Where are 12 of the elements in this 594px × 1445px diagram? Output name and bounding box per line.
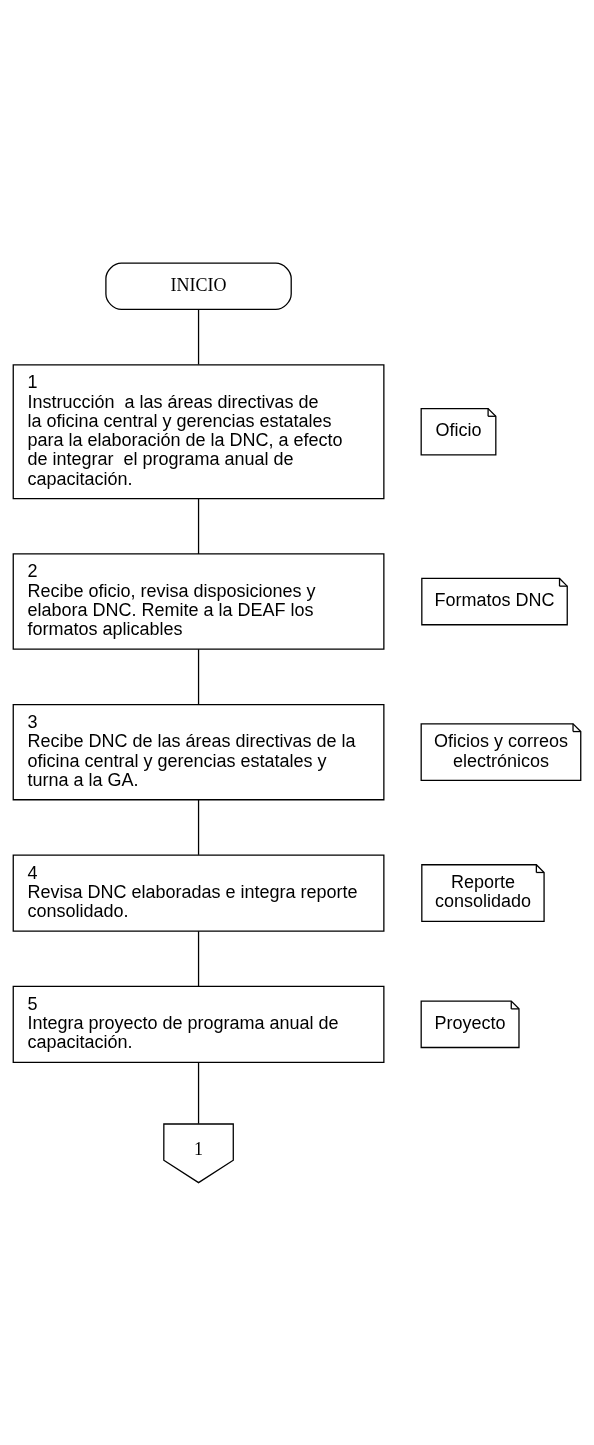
connector: [197, 798, 200, 855]
connector: [197, 1061, 200, 1124]
connector: [197, 930, 200, 987]
node-box: 2 Recibe oficio, revisa disposiciones y elabora DNC. Remite a la DEAF los formatos aplicables: [12, 552, 385, 650]
connector: [197, 648, 200, 705]
node-box: 5 Integra proyecto de programa anual de capacitación.: [12, 985, 385, 1063]
node-box: 3 Recibe DNC de las áreas directivas de la oficina central y gerencias estatales y turna a la GA.: [12, 703, 385, 800]
node-box: 1 Instrucción a las áreas directivas de la oficina central y gerencias estatales para la elaboración de la DNC, a efecto de integrar el programa anual de capacitación.: [12, 363, 385, 499]
connector: [197, 308, 200, 365]
connector: [197, 497, 200, 555]
node-box: INICIO: [105, 262, 292, 310]
node-box: 4 Revisa DNC elaboradas e integra reporte consolidado.: [12, 853, 385, 932]
